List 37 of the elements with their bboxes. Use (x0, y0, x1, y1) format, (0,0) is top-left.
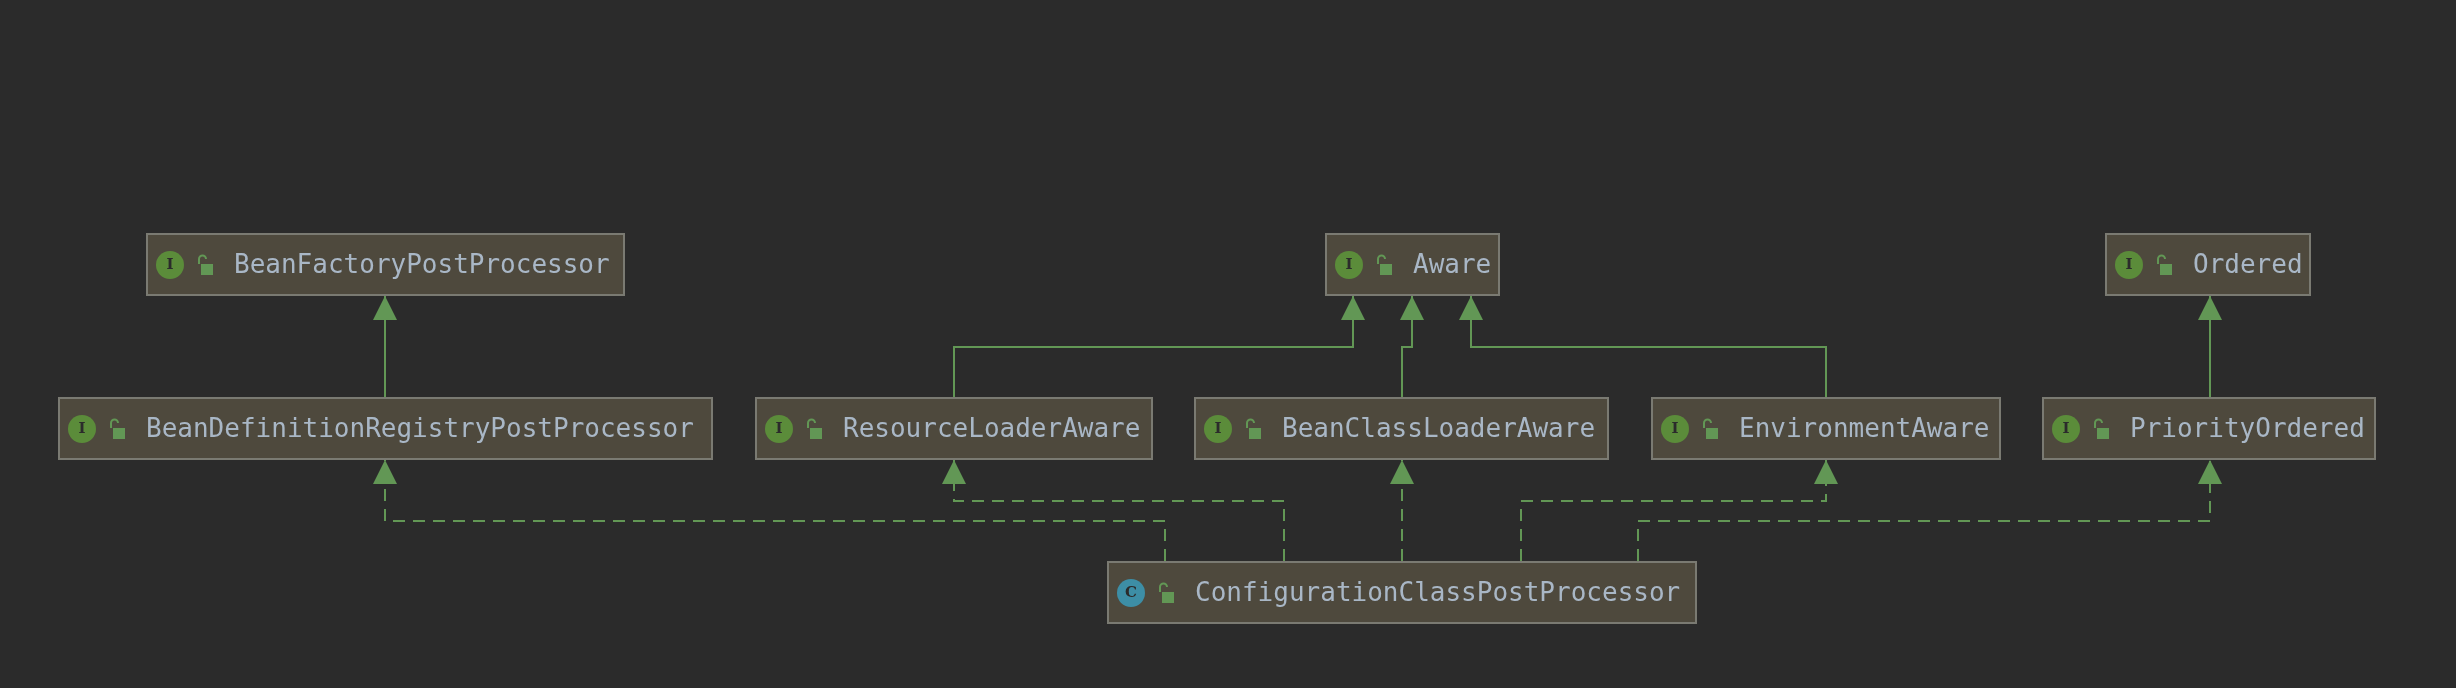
arrow (1400, 295, 1424, 398)
dashed-arrow (1520, 459, 1838, 562)
class-box (2105, 233, 2311, 296)
class-name: PriorityOrdered (2129, 412, 2365, 445)
type-badge-icon: I (2052, 414, 2080, 443)
class-box (146, 233, 625, 296)
class-name: ConfigurationClassPostProcessor (1194, 576, 1681, 609)
class-name: EnvironmentAware (1738, 412, 1990, 445)
class-name: Ordered (2192, 248, 2303, 281)
type-badge-icon: I (2115, 250, 2143, 279)
class-name: BeanClassLoaderAware (1281, 412, 1596, 445)
class-box (2042, 397, 2376, 460)
class-name: BeanDefinitionRegistryPostProcessor (145, 412, 694, 445)
arrow (1459, 295, 1827, 398)
dashed-arrow (1637, 459, 2222, 562)
dashed-arrow (373, 459, 1166, 562)
dashed-arrow (1390, 459, 1414, 562)
type-badge-icon: I (1661, 414, 1689, 443)
dashed-arrow (942, 459, 1285, 562)
class-name: ResourceLoaderAware (842, 412, 1141, 445)
class-box (58, 397, 713, 460)
type-badge-icon: I (68, 414, 96, 443)
class-box (1651, 397, 2001, 460)
class-box (1107, 561, 1697, 624)
class-box (1194, 397, 1609, 460)
arrow (373, 295, 397, 398)
type-badge-icon: C (1117, 578, 1145, 607)
class-box (755, 397, 1153, 460)
class-name: BeanFactoryPostProcessor (233, 248, 610, 281)
type-badge-icon: I (1204, 414, 1232, 443)
type-badge-icon: I (765, 414, 793, 443)
type-badge-icon: I (1335, 250, 1363, 279)
class-box (1325, 233, 1500, 296)
type-badge-icon: I (156, 250, 184, 279)
arrow (2198, 295, 2222, 398)
arrow (953, 295, 1365, 398)
class-name: Aware (1412, 248, 1492, 281)
